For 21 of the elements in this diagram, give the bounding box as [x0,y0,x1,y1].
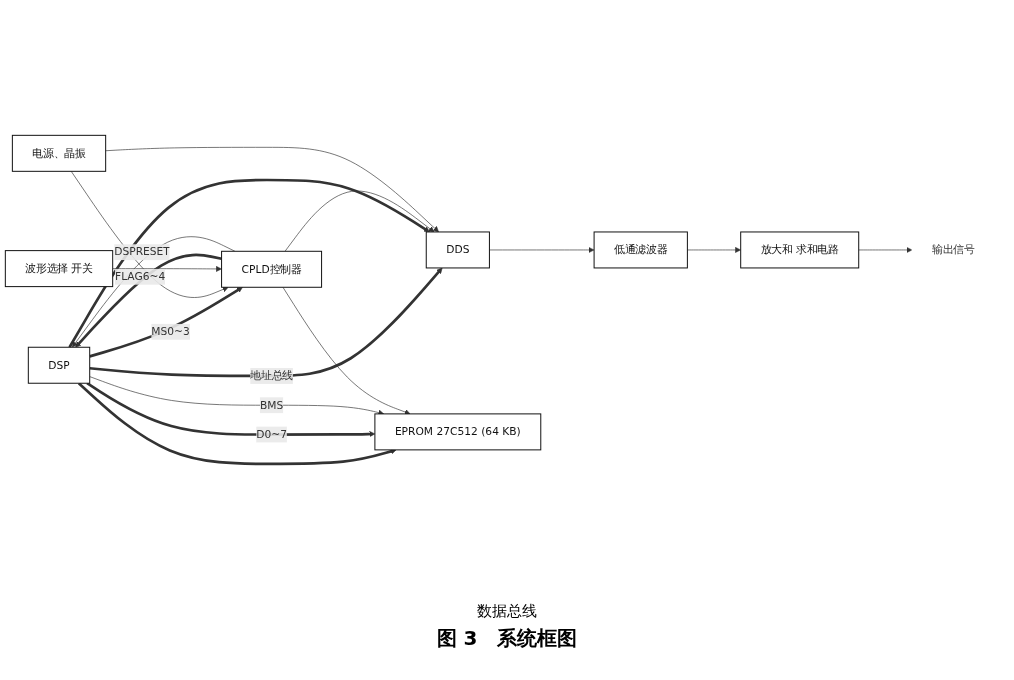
arrow [86,382,376,438]
edge-label: FLAG6~4 [115,270,166,284]
bus-label: 数据总线 [477,602,537,620]
edge-label: 地址总线 [250,369,293,383]
arrow [68,179,430,349]
node-box: DDS [425,231,490,269]
node-text: 输出信号 [932,243,975,257]
arrow [77,382,397,466]
node-box: CPLD控制器 [221,251,323,289]
node-box: EPROM 27C512 (64 KB) [374,413,542,451]
node-box: 电源、晶振 [11,135,107,173]
edge-label: BMS [259,398,284,412]
figure-caption: 图 3 系统框图 [435,625,579,652]
node-box: 放大和 求和电路 [740,231,860,269]
arrow [89,287,243,359]
edge-label: MS0~3 [151,325,190,339]
node-box: DSP [27,347,91,385]
edge-label: D0~7 [256,428,287,441]
node-box: 波形选择 开关 [4,250,114,288]
edge-label: DSPRESET [114,245,170,259]
node-box: 低通滤波器 [593,231,688,269]
